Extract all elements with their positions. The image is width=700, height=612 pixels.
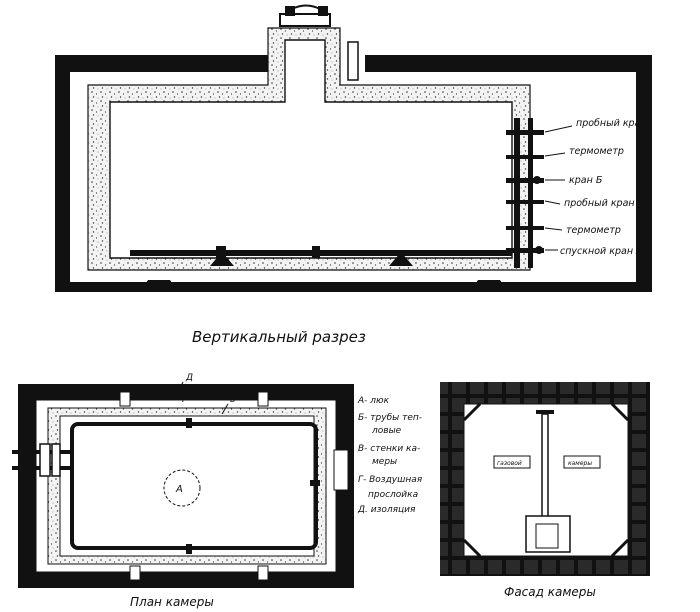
- legend-line: Д. изоляция: [357, 505, 416, 515]
- vertical-section: пробный кран термометр кран Б пробный кр…: [55, 4, 652, 346]
- plan-legend: А- люк Б- трубы теп- ловые В- стенки ка-…: [357, 396, 423, 515]
- support-right: [470, 280, 508, 292]
- hatch-circle: [163, 469, 201, 507]
- legend-line: Г- Воздушная: [358, 475, 423, 485]
- notch: [119, 391, 131, 407]
- support-left: [140, 280, 178, 292]
- plate-right: [563, 455, 601, 469]
- callout-probe-tap-1: пробный кран: [576, 118, 647, 129]
- plan-inlet-pipes: [12, 443, 74, 477]
- callout-probe-tap-2: пробный кран: [564, 198, 635, 209]
- pipe-joint: [186, 418, 192, 428]
- leader-d: [177, 381, 184, 393]
- plan-chamber-interior: [59, 415, 315, 557]
- neck-gauge: [347, 41, 359, 81]
- plate-left: [493, 455, 531, 469]
- plate-left-text: газовой: [497, 460, 522, 467]
- facade-caption: Фасад камеры: [504, 585, 596, 599]
- facade-door: [525, 515, 571, 553]
- pipe-joint: [186, 544, 192, 554]
- callout-thermometer-2: термометр: [566, 225, 621, 236]
- corner-bracket: [462, 402, 482, 422]
- mark-v: в: [230, 395, 235, 405]
- door-inner: [535, 523, 559, 549]
- notch: [257, 391, 269, 407]
- hatch-assembly: [279, 4, 331, 27]
- legend-line: ловые: [371, 426, 402, 436]
- corner-bracket: [610, 538, 630, 558]
- side-opening: [333, 449, 349, 491]
- callout-drain-tap-a: спускной кран А: [560, 246, 643, 257]
- corner-bracket: [462, 538, 482, 558]
- legend-line: В- стенки ка-: [358, 444, 420, 454]
- mark-a: А: [175, 484, 183, 495]
- section-caption: Вертикальный разрез: [192, 328, 366, 346]
- callout-thermometer-1: термометр: [569, 146, 624, 157]
- plan-caption: План камеры: [130, 595, 214, 609]
- facade-pipe: [541, 413, 549, 519]
- legend-line: прослойка: [368, 490, 418, 500]
- plan-view: А Д Г в А- люк Б- трубы теп- ловые В- ст…: [12, 373, 423, 609]
- section-chamber-interior: [109, 39, 513, 259]
- callout-tap-b: кран Б: [569, 175, 603, 186]
- legend-line: Б- трубы теп-: [358, 413, 422, 423]
- section-heating-pipe: [130, 246, 512, 266]
- legend-line: меры: [372, 457, 397, 467]
- notch: [129, 565, 141, 581]
- tap-column: [506, 118, 544, 268]
- mark-d: Д: [185, 373, 193, 383]
- legend-line: А- люк: [357, 396, 390, 406]
- facade-view: газовой камеры Фасад камеры: [440, 382, 650, 599]
- pipe-cap: [536, 410, 554, 414]
- leader-v: [221, 403, 229, 415]
- mark-g: Г: [182, 395, 188, 405]
- plate-right-text: камеры: [568, 460, 592, 467]
- callout-leaders: [544, 125, 573, 251]
- notch: [257, 565, 269, 581]
- corner-bracket: [610, 402, 630, 422]
- pipe-joint: [310, 480, 320, 486]
